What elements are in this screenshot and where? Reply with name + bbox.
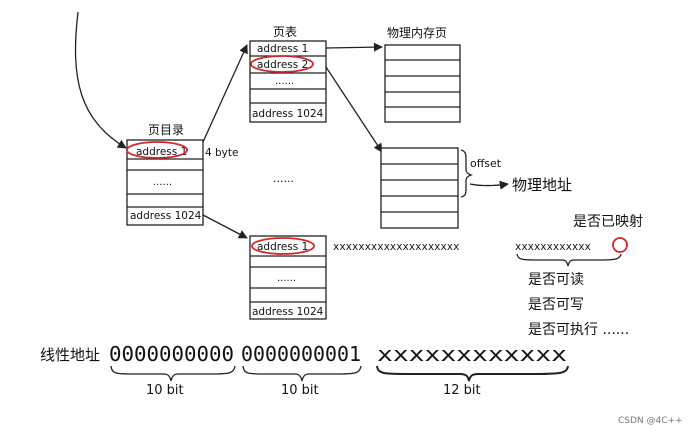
flags-brace [516, 253, 622, 267]
highlight-circle [612, 237, 628, 253]
page-table-row: ...... [277, 273, 296, 284]
address-field-bits: xxxxxxxxxxxx [377, 342, 567, 366]
offset-label: offset [470, 157, 502, 170]
field-size: 10 bit [146, 383, 184, 398]
flags-title: 是否已映射 [573, 214, 643, 230]
flag-item: 是否可写 [528, 297, 584, 313]
entry-address-bits: xxxxxxxxxxxxxxxxxxxx [333, 241, 459, 253]
page-directory-title: 页目录 [148, 123, 184, 137]
field-brace [376, 365, 569, 382]
page-directory-row: address 1 [136, 146, 187, 158]
address-field-bits: 0000000000 [109, 342, 234, 366]
linear-address: 线性地址 0000000000 0000000001 xxxxxxxxxxxx … [40, 342, 569, 398]
page-table-row: address 1 [257, 241, 308, 253]
field-brace [242, 365, 362, 382]
page-table-title: 页表 [273, 25, 297, 39]
page-table-row: address 1024 [252, 108, 324, 120]
field-size: 12 bit [443, 383, 481, 398]
physical-page-target [380, 147, 459, 229]
page-table-row: address 1 [257, 43, 308, 55]
watermark: CSDN @4C++ [618, 416, 683, 426]
field-brace [110, 365, 236, 382]
flag-item: 是否可执行 ...... [528, 322, 629, 338]
physical-page-title: 物理内存页 [387, 26, 447, 40]
table-to-page-arrow [325, 66, 383, 153]
highlight-circle [251, 237, 315, 255]
page-table-row: ...... [275, 76, 294, 87]
offset-brace [460, 149, 474, 198]
physical-address-label: 物理地址 [512, 176, 572, 194]
page-table-row: address 2 [257, 59, 308, 71]
page-table-row: address 1024 [252, 306, 324, 318]
page-table-bottom: address 1 ...... address 1024 [249, 235, 327, 320]
address-field-bits: 0000000001 [241, 342, 361, 366]
cr3-arrow [74, 11, 127, 149]
page-directory-row: address 1024 [130, 210, 202, 222]
field-size: 10 bit [281, 383, 319, 398]
entry-size-label: 4 byte [205, 147, 238, 159]
dir-to-table-arrow [202, 44, 248, 143]
table-to-page-arrow [325, 42, 383, 52]
page-directory-row: ...... [153, 177, 172, 188]
highlight-circle [250, 55, 314, 73]
linear-address-label: 线性地址 [40, 346, 100, 364]
page-directory: 页目录 address 1 ...... address 1024 4 byte [126, 123, 238, 226]
page-tables-ellipsis: ...... [273, 172, 294, 185]
offset-arrow [469, 180, 509, 190]
dir-to-table-arrow [202, 214, 248, 239]
page-table-top: 页表 address 1 address 2 ...... address 10… [249, 25, 327, 123]
entry-flag-bits: xxxxxxxxxxxx [515, 241, 591, 253]
highlight-circle [126, 141, 188, 159]
physical-page-top: 物理内存页 [384, 26, 461, 123]
flag-item: 是否可读 [528, 271, 584, 288]
